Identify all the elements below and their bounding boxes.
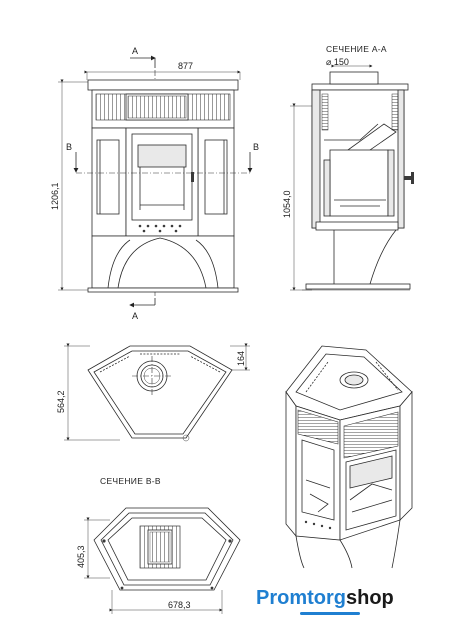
section-firebox (329, 149, 389, 217)
section-height-dimension: 1054,0 (282, 103, 312, 291)
cut-label-b-left: B (66, 142, 72, 152)
section-a-a: СЕЧЕНИЕ А-А ⌀ 150 1054,0 (282, 44, 414, 291)
section-bb-depth-dimension: 405,3 (76, 517, 110, 579)
iso-front-grille (343, 411, 399, 459)
logo-underline (300, 612, 360, 615)
top-vent-slots (99, 353, 221, 373)
height-dimension: 1206,1 (50, 79, 88, 291)
section-bb-title: СЕЧЕНИЕ В-В (100, 476, 161, 486)
top-side-label: 164 (236, 351, 246, 366)
cut-label-a-bottom: A (132, 311, 138, 321)
cut-mark-a-bottom: A (129, 298, 156, 321)
width-dimension: 877 (84, 61, 241, 80)
top-depth-dimension: 564,2 (56, 343, 120, 441)
top-depth-label: 564,2 (56, 390, 66, 413)
top-side-dimension: 164 (226, 343, 250, 371)
section-bb-width-label: 678,3 (168, 600, 191, 610)
section-bb-depth-label: 405,3 (76, 545, 86, 568)
width-label: 877 (178, 61, 193, 71)
top-plate-outline (87, 345, 233, 439)
flue-pipe (329, 71, 379, 85)
floor-plate (87, 287, 239, 293)
top-plate (87, 79, 239, 91)
top-view: 564,2 164 (56, 343, 250, 442)
cut-mark-b-left: B (66, 142, 79, 173)
logo-part-2: shop (346, 587, 394, 609)
base-pedestal (91, 235, 235, 289)
front-view: 877 A 1206,1 (50, 46, 259, 321)
iso-vent-dots (304, 520, 332, 530)
height-label: 1206,1 (50, 182, 60, 210)
section-bb-width-dimension: 678,3 (109, 590, 223, 614)
cut-label-a-top: A (132, 46, 138, 56)
cut-mark-a-top: A (130, 46, 156, 68)
promtorgshop-logo: Promtorgshop (256, 587, 394, 613)
cut-mark-b-right: B (247, 142, 259, 173)
section-height-label: 1054,0 (282, 190, 292, 218)
isometric-view (285, 345, 413, 569)
section-b-b: СЕЧЕНИЕ В-В 405,3 678,3 (76, 476, 241, 614)
cut-label-b-right: B (253, 142, 259, 152)
section-aa-title: СЕЧЕНИЕ А-А (326, 44, 387, 54)
door-handle (191, 172, 194, 182)
pipe-diameter-dimension: ⌀ 150 (326, 57, 373, 68)
logo-part-1: Promtorg (256, 587, 346, 609)
pipe-label: ⌀ 150 (326, 57, 349, 67)
air-vent-dots (138, 224, 182, 233)
